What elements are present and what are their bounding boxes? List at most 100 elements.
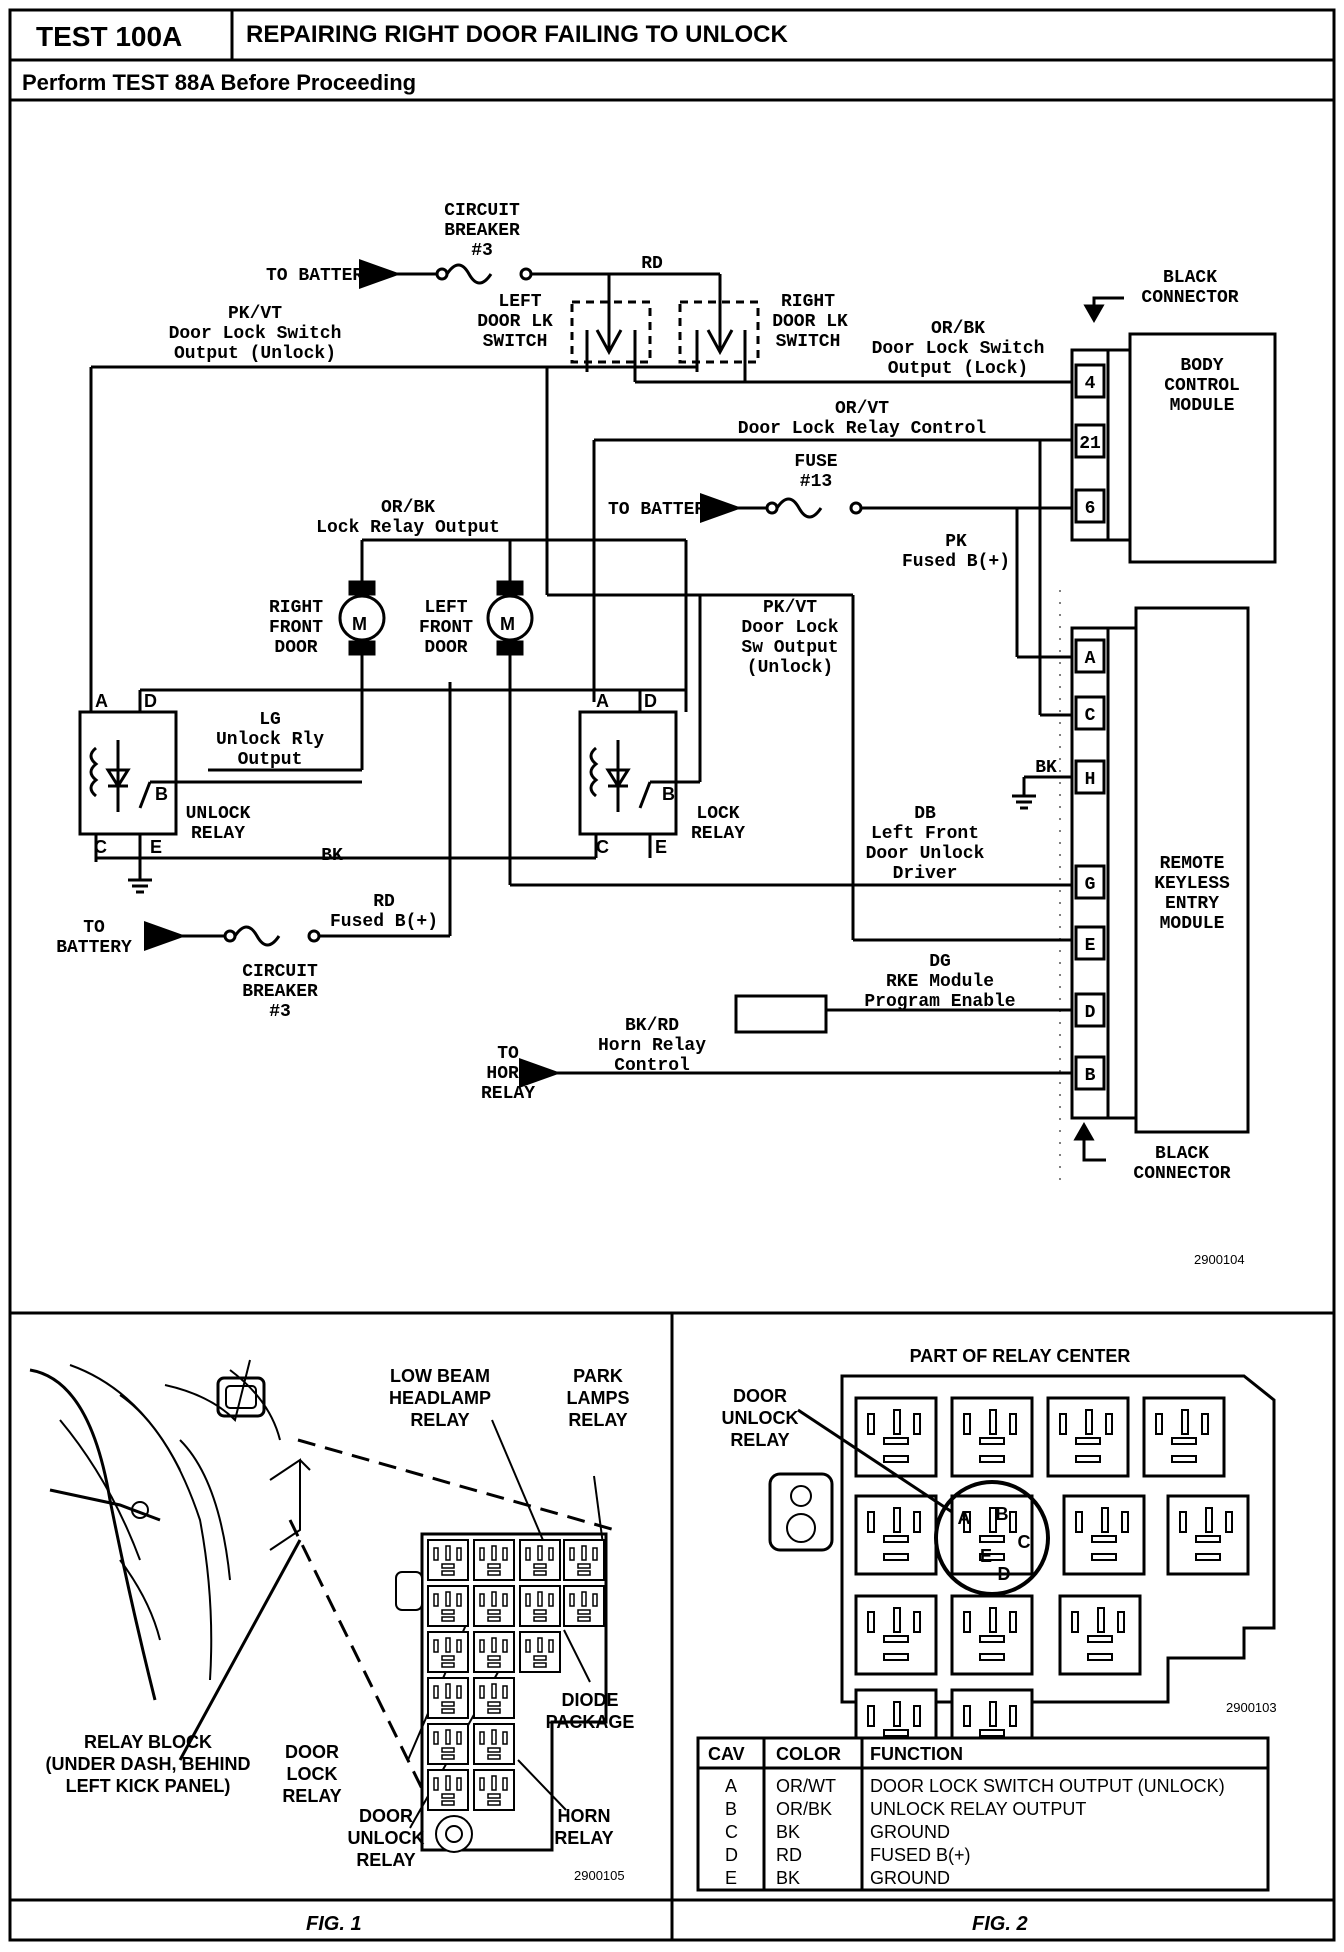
relay-block-l2: (UNDER DASH, BEHIND [45,1754,250,1774]
bcm-l2: CONTROL [1164,376,1240,396]
lock-pin-d: D [644,691,657,711]
rfd-l1: RIGHT [269,598,323,618]
unlock-relay-l2: RELAY [191,824,245,844]
diode-l1: DIODE [561,1690,618,1710]
pkvt-top-l3: Output (Unlock) [174,344,336,364]
dg-l3: Program Enable [864,992,1015,1012]
cavity-c: C [1018,1532,1031,1552]
right-switch-l1: RIGHT [781,292,835,312]
table-row: E BK GROUND [725,1868,950,1888]
horn-l1: HORN [558,1806,611,1826]
row-c-cav: C [725,1822,738,1842]
fig1-ref: 2900105 [574,1868,625,1883]
row-e-function: GROUND [870,1868,950,1888]
table-header-cav: CAV [708,1744,745,1764]
lock-pin-b: B [662,784,675,804]
row-b-color: OR/BK [776,1799,832,1819]
lfd-l1: LEFT [424,598,467,618]
to-horn-l2: HORN [486,1064,529,1084]
door-unlock-fig2-l1: DOOR [733,1386,787,1406]
black-connector-low-l2: CONNECTOR [1133,1164,1230,1184]
lock-pin-e: E [655,837,667,857]
left-front-door-motor [486,580,534,656]
schematic-labels: CIRCUIT BREAKER #3 TO BATTERY RD LEFT DO… [56,201,1240,1184]
table-row: B OR/BK UNLOCK RELAY OUTPUT [725,1799,1086,1819]
door-lock-l1: DOOR [285,1742,339,1762]
lock-pin-a: A [596,691,609,711]
row-d-function: FUSED B(+) [870,1845,971,1865]
rke-pin-h: H [1085,770,1096,790]
cb3-top-l3: #3 [471,241,493,261]
row-e-cav: E [725,1868,737,1888]
rke-l1: REMOTE [1160,854,1225,874]
bkrd-l1: BK/RD [625,1016,679,1036]
door-unlock-fig2-l2: UNLOCK [722,1408,799,1428]
row-e-color: BK [776,1868,800,1888]
schematic-ref: 2900104 [1194,1252,1245,1267]
fuse13-l2: #13 [800,472,832,492]
black-connector-low-l1: BLACK [1155,1144,1209,1164]
bkrd-l3: Control [614,1056,690,1076]
cb3-low-l3: #3 [269,1002,291,1022]
diode-l2: PACKAGE [546,1712,635,1732]
fig2-ref: 2900103 [1226,1700,1277,1715]
unlock-pin-b: B [155,784,168,804]
lg-l2: Unlock Rly [216,730,324,750]
relay-pin-letters: A D B C E A D B C E [94,691,675,857]
fig2-labels: DOOR UNLOCK RELAY A B C E D [722,1386,1031,1584]
program-enable-connector [734,994,828,1034]
right-switch-l3: SWITCH [776,332,841,352]
orbk-top-l1: OR/BK [931,319,985,339]
unlock-pin-c: C [94,837,107,857]
page-subtitle: Perform TEST 88A Before Proceeding [22,70,416,95]
table-row: A OR/WT DOOR LOCK SWITCH OUTPUT (UNLOCK) [725,1776,1225,1796]
relay-block-l1: RELAY BLOCK [84,1732,212,1752]
to-horn-l3: RELAY [481,1084,535,1104]
bkrd-l2: Horn Relay [598,1036,706,1056]
cb3-top-l2: BREAKER [444,221,520,241]
bk-mid: BK [321,846,343,866]
lfd-l2: FRONT [419,618,473,638]
rke-l4: MODULE [1160,914,1225,934]
table-header-color: COLOR [776,1744,841,1764]
fig2-caption: FIG. 2 [972,1913,1028,1935]
cb3-low-l2: BREAKER [242,982,318,1002]
bk-h: BK [1035,758,1057,778]
row-d-color: RD [776,1845,802,1865]
fig1-labels: LOW BEAM HEADLAMP RELAY PARK LAMPS RELAY… [45,1366,634,1870]
cavity-b: B [996,1504,1009,1524]
rd-fused-l2: Fused B(+) [330,912,438,932]
left-switch-l3: SWITCH [483,332,548,352]
cb3-top-l1: CIRCUIT [444,201,520,221]
park-lamps-l3: RELAY [568,1410,627,1430]
body-control-module [1128,332,1277,564]
db-l4: Driver [893,864,958,884]
bcm-pin-4: 4 [1085,374,1096,394]
left-switch-l1: LEFT [498,292,541,312]
orbk-lock-l1: OR/BK [381,498,435,518]
bcm-l3: MODULE [1170,396,1235,416]
to-battery-mid: TO BATTERY [608,500,716,520]
left-switch-l2: DOOR LK [477,312,553,332]
rke-connector [1070,626,1110,1120]
rke-l3: ENTRY [1165,894,1219,914]
pkvt-top-l2: Door Lock Switch [169,324,342,344]
row-b-cav: B [725,1799,737,1819]
wiring-schematic [10,259,1334,1940]
pkvt-top-l1: PK/VT [228,304,282,324]
fig2-relay-center [768,1374,1276,1770]
left-door-lock-switch [570,300,652,364]
rke-module [1134,606,1250,1134]
orvt-l1: OR/VT [835,399,889,419]
rfd-l2: FRONT [269,618,323,638]
rke-pin-d: D [1085,1003,1096,1023]
row-a-color: OR/WT [776,1776,836,1796]
unlock-pin-e: E [150,837,162,857]
test-id: TEST 100A [36,21,182,52]
dg-l1: DG [929,952,951,972]
rke-pin-b: B [1085,1066,1096,1086]
fig2-title: PART OF RELAY CENTER [910,1346,1131,1366]
fuse13-l1: FUSE [794,452,837,472]
cavity-a: A [958,1508,971,1528]
